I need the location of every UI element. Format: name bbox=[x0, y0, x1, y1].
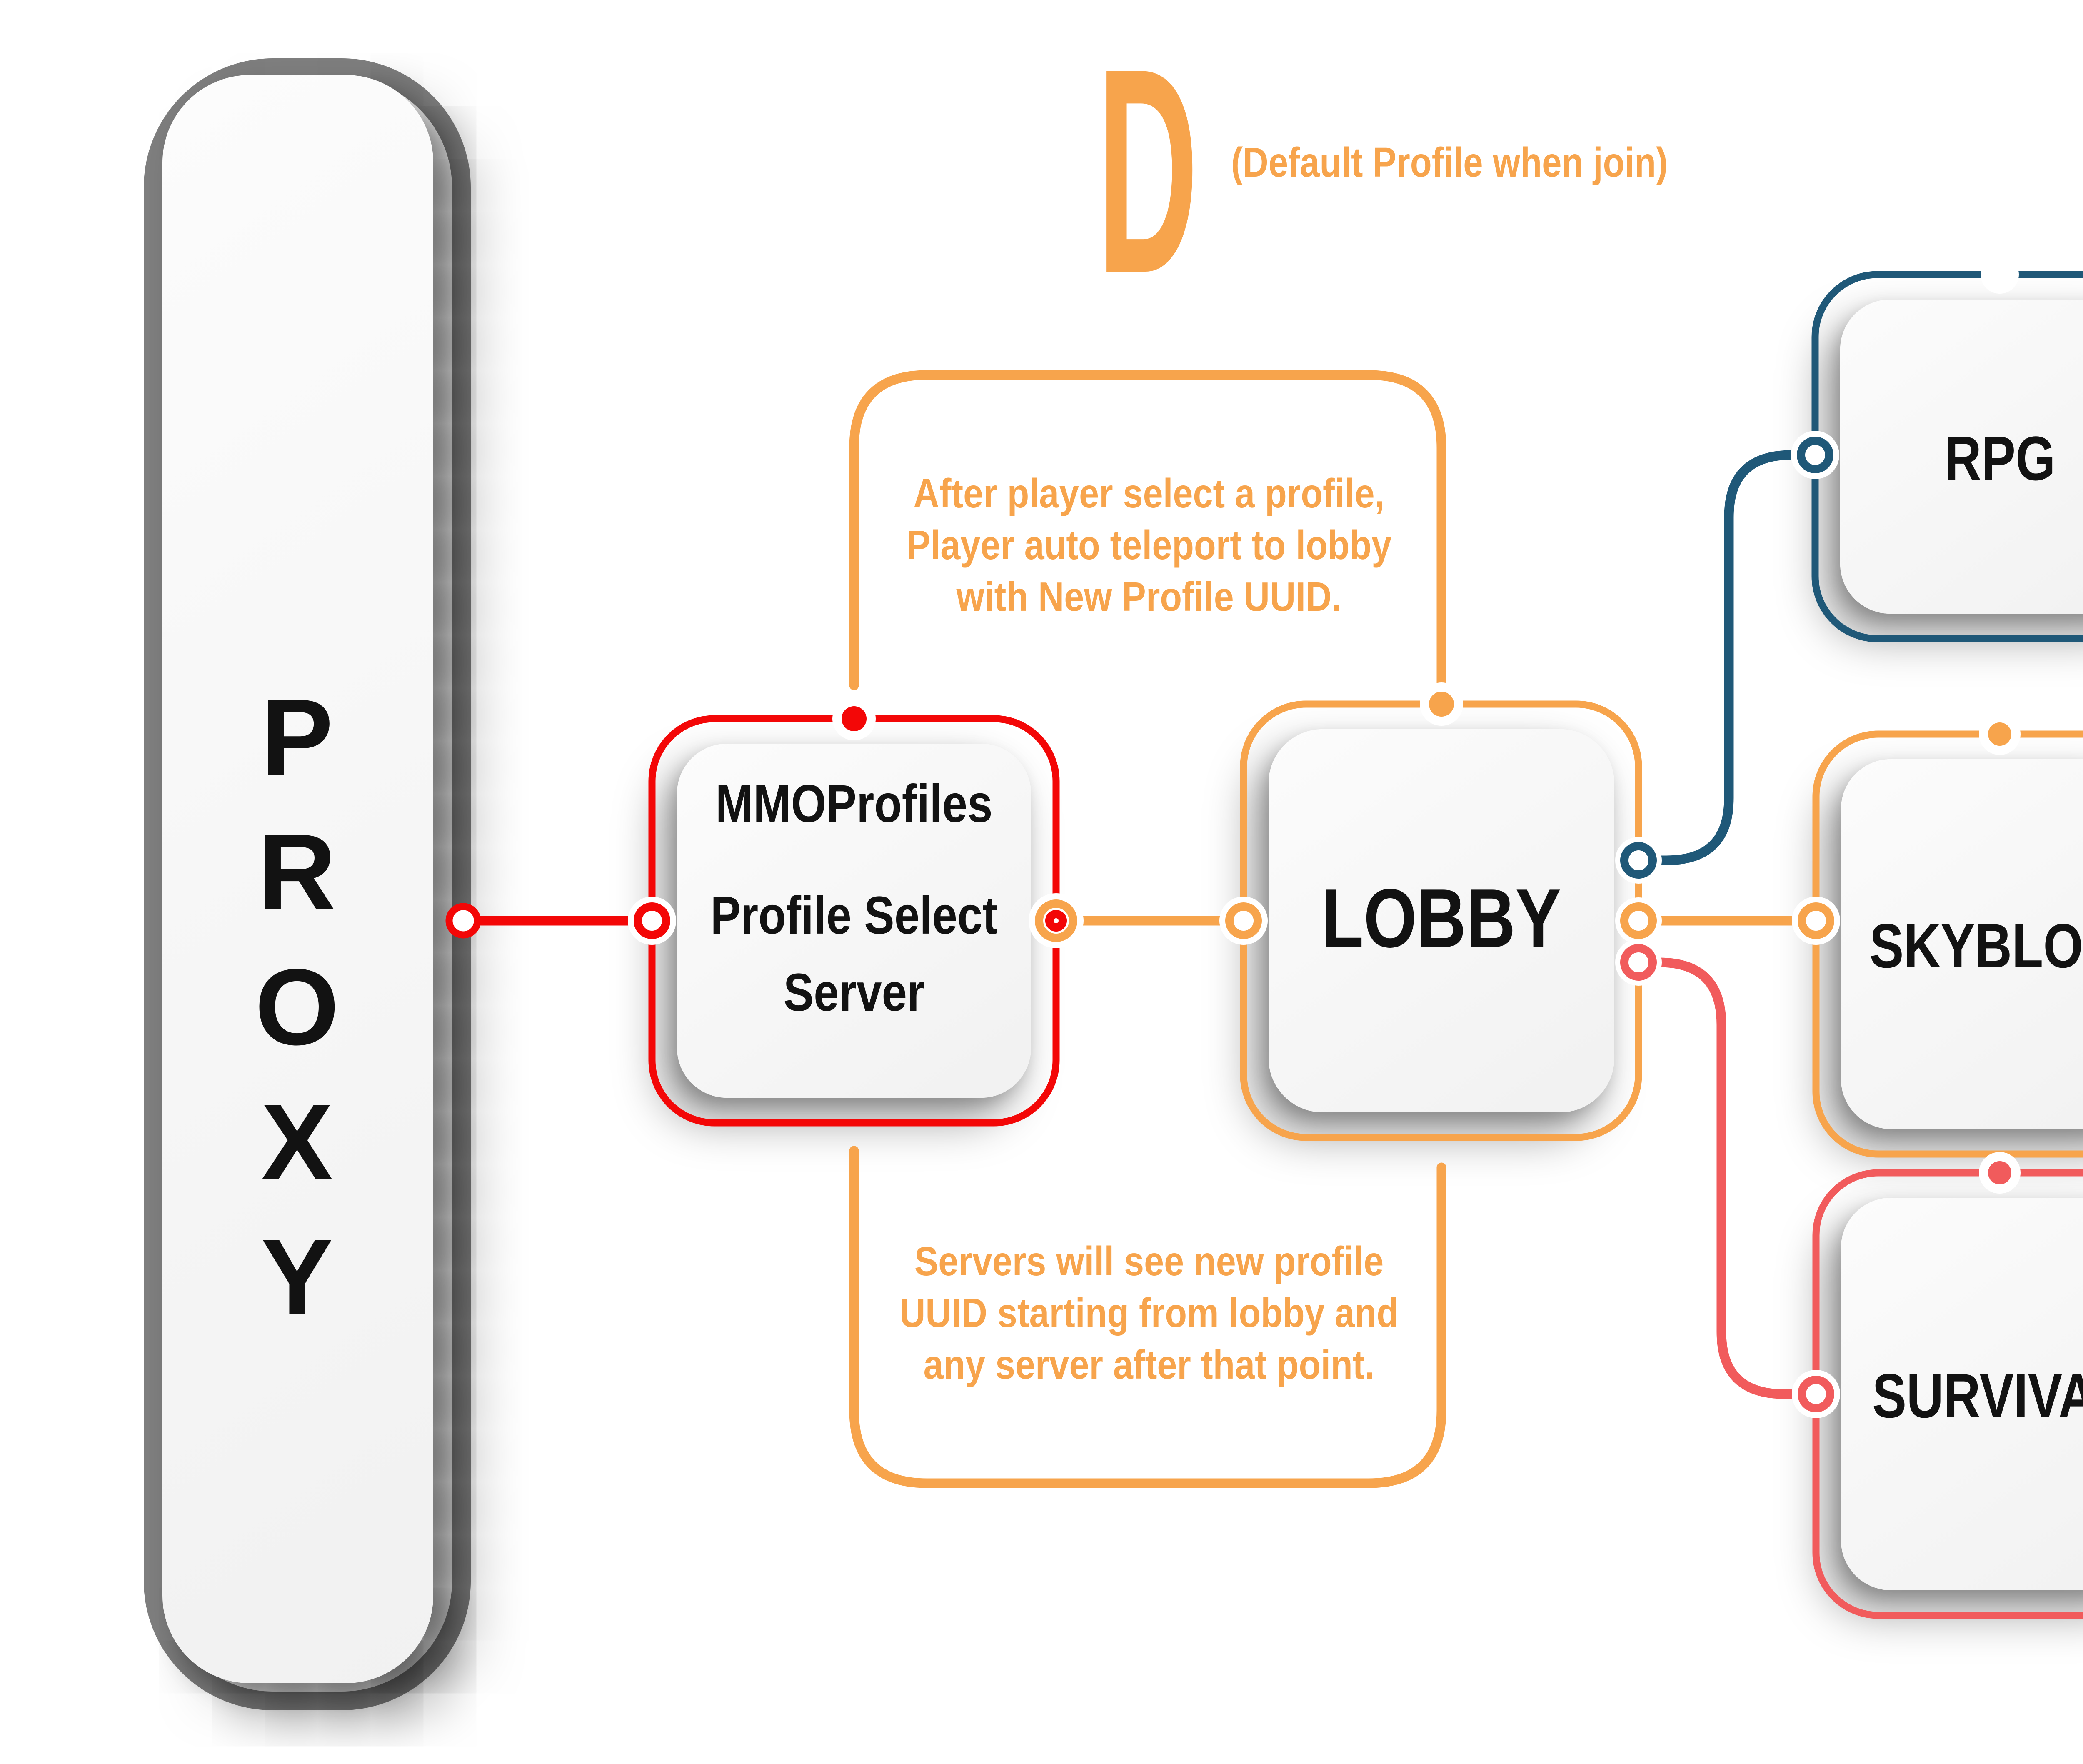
annotation-top-line: with New Profile UUID. bbox=[956, 574, 1342, 620]
default-profile-note: (Default Profile when join) bbox=[1231, 139, 1668, 186]
proxy-letter: Y bbox=[261, 1217, 335, 1338]
default-profile-letter: D bbox=[1097, 8, 1199, 334]
lobby-label: LOBBY bbox=[1322, 872, 1561, 965]
lobby-right-orange-donut bbox=[1620, 902, 1657, 939]
wire-lobby-to-survival bbox=[1633, 957, 1821, 1399]
annotation-bottom-line: Servers will see new profile bbox=[914, 1238, 1384, 1284]
annotation-bottom-line: UUID starting from lobby and bbox=[899, 1290, 1399, 1336]
lobby-right-coral-donut bbox=[1620, 944, 1657, 981]
rpg-left-donut bbox=[1797, 437, 1833, 473]
profiles-subtitle: Profile Select Server bbox=[704, 877, 1005, 1031]
annotation-bottom-line: any server after that point. bbox=[923, 1342, 1375, 1387]
lobby-left-donut bbox=[1225, 902, 1262, 939]
profiles-subtitle-line: Server bbox=[783, 963, 925, 1022]
profiles-left-donut bbox=[634, 902, 670, 939]
proxy-letter: X bbox=[261, 1082, 335, 1203]
annotation-top-line: After player select a profile, bbox=[913, 470, 1385, 516]
lobby-top-dot bbox=[1429, 692, 1454, 717]
proxy-panel bbox=[162, 75, 433, 1683]
profiles-right-donut bbox=[1035, 899, 1077, 942]
proxy-label: P R O X Y bbox=[162, 670, 433, 1345]
profiles-subtitle-line: Profile Select bbox=[710, 886, 998, 945]
survival-left-donut bbox=[1798, 1376, 1834, 1412]
rpg-label: RPG bbox=[1944, 423, 2056, 493]
skyblock-left-donut bbox=[1798, 902, 1834, 939]
profiles-top-dot bbox=[842, 706, 867, 731]
survival-label: SURVIVAL bbox=[1872, 1361, 2083, 1431]
annotation-top-line: Player auto teleport to lobby bbox=[906, 522, 1392, 568]
proxy-outline-frame bbox=[144, 58, 471, 1710]
proxy-letter: P bbox=[261, 677, 335, 798]
survival-top-dot bbox=[1988, 1161, 2011, 1184]
skyblock-label: SKYBLOCK bbox=[1869, 911, 2083, 981]
proxy-letter: R bbox=[258, 812, 338, 933]
profiles-title: MMOProfiles bbox=[715, 774, 993, 834]
wire-lobby-to-rpg bbox=[1633, 450, 1820, 865]
annotation-bottom: Servers will see new profile UUID starti… bbox=[819, 1235, 1479, 1390]
skyblock-top-dot bbox=[1988, 722, 2011, 746]
annotation-top: After player select a profile, Player au… bbox=[819, 467, 1479, 622]
lobby-right-blue-donut bbox=[1620, 842, 1657, 879]
proxy-letter: O bbox=[255, 947, 341, 1068]
